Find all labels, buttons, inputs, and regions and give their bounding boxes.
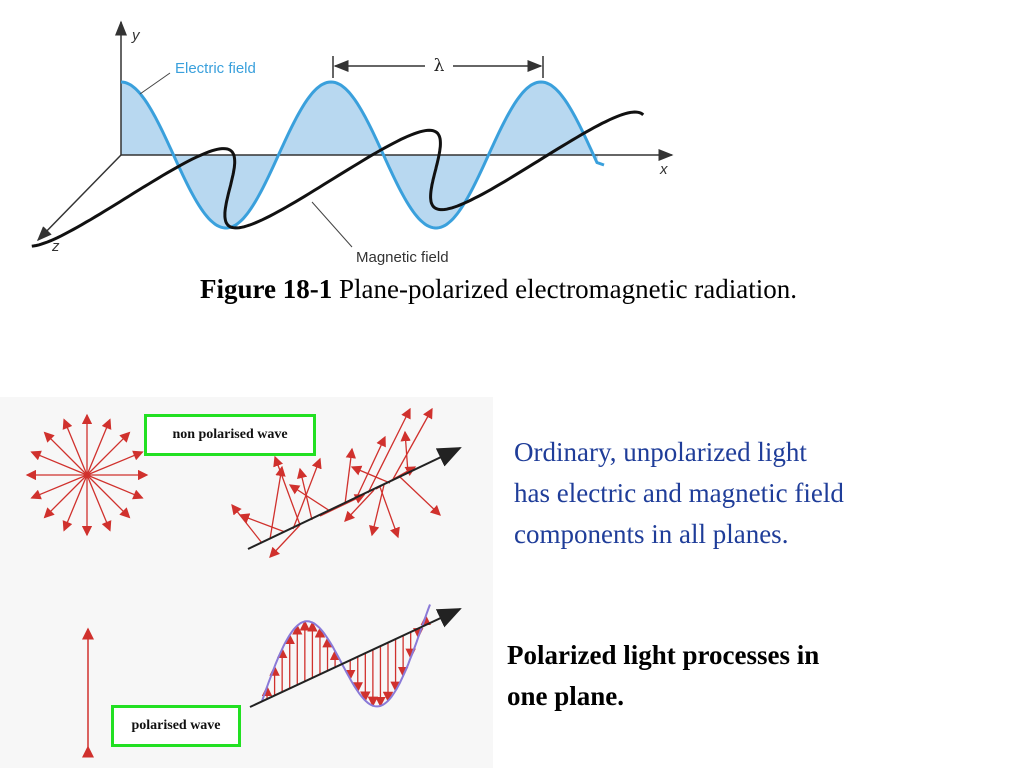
lambda-label: λ [434, 56, 445, 76]
figure-caption-text: Plane-polarized electromagnetic radiatio… [332, 274, 798, 304]
polarised-label-box: polarised wave [111, 705, 241, 747]
polarized-wave-arrows [261, 614, 431, 708]
star-arrow [43, 474, 88, 519]
z-axis [36, 154, 122, 242]
polarized-propagation-axis [249, 608, 462, 708]
star-arrow [43, 431, 88, 476]
wave-arrow [231, 503, 263, 544]
wave-arrow [350, 465, 391, 484]
non-polarised-label: non polarised wave [172, 427, 288, 442]
polarized-line-2: one plane. [507, 681, 625, 711]
wave-arrow [355, 435, 386, 500]
magnetic-field-label: Magnetic field [356, 249, 449, 266]
wave-arrow [344, 447, 357, 505]
wave-arrow [391, 407, 433, 482]
polarization-drawing [25, 407, 462, 758]
y-axis-label: y [131, 27, 141, 44]
star-arrow [30, 450, 88, 476]
wave-arrow [367, 407, 411, 494]
wave-arrow [344, 489, 375, 522]
non-polarised-label-box: non polarised wave [144, 414, 316, 456]
wave-arrow [369, 484, 385, 537]
em-wave-figure: λ y x z Electric field Magnetic field [31, 20, 674, 266]
star-arrow [62, 418, 88, 476]
polarized-description: Polarized light processes in one plane. [507, 635, 819, 717]
star-arrow [62, 474, 88, 532]
wave-arrow [269, 524, 301, 558]
star-arrow [86, 431, 131, 476]
wave-arrow [379, 486, 400, 539]
polarised-label: polarised wave [131, 718, 221, 733]
electric-field-leader [139, 72, 171, 95]
wave-arrow [319, 494, 366, 517]
electric-field-curve [120, 80, 605, 230]
polarized-line-1: Polarized light processes in [507, 640, 820, 670]
electric-field-label: Electric field [175, 60, 256, 77]
x-axis-label: x [659, 161, 668, 178]
figure-number: Figure 18-1 [200, 274, 333, 304]
wave-arrow [273, 455, 301, 526]
unpolarized-line-3: components in all planes. [514, 519, 789, 549]
unpolarized-propagation-axis [247, 447, 462, 550]
unpolarized-wave-arrows [231, 407, 441, 558]
wave-arrow [297, 467, 313, 521]
star-arrow [86, 474, 112, 532]
star-arrow [86, 474, 144, 500]
z-axis-label: z [51, 238, 60, 255]
unpolarized-line-1: Ordinary, unpolarized light [514, 437, 807, 467]
polarized-wave-curve [261, 604, 431, 708]
wave-arrow [399, 476, 441, 516]
star-arrow [86, 474, 131, 519]
unpolarized-description: Ordinary, unpolarized light has electric… [514, 432, 844, 555]
star-arrow [86, 418, 112, 476]
wave-arrow [288, 484, 331, 512]
star-arrow [86, 450, 144, 476]
magnetic-field-curve [31, 110, 645, 248]
magnetic-field-leader [311, 201, 353, 248]
figure-caption: Figure 18-1 Plane-polarized electromagne… [200, 274, 797, 305]
star-arrow [30, 474, 88, 500]
unpolarized-star-arrows [25, 413, 149, 537]
wave-arrow [400, 430, 411, 474]
polarization-illustration: non polarised wave polarised wave [0, 397, 493, 768]
wave-arrow [238, 513, 286, 533]
unpolarized-line-2: has electric and magnetic field [514, 478, 844, 508]
